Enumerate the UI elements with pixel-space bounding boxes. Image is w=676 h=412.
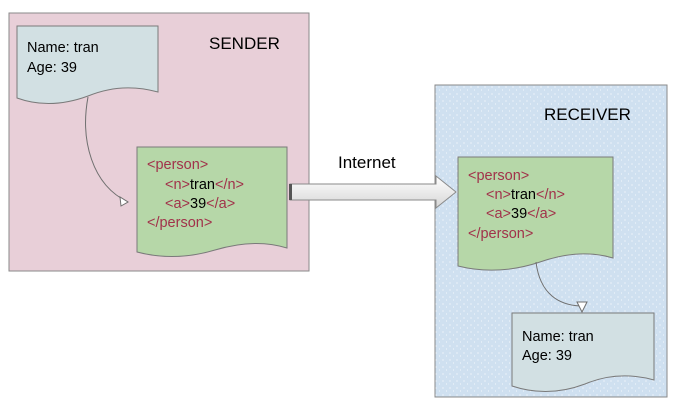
- xml-person-close: </person>: [468, 226, 533, 242]
- sender-document: Name: tran Age: 39: [16, 25, 159, 105]
- xml-person-close: </person>: [147, 215, 212, 231]
- xml-person-open: <person>: [468, 168, 529, 184]
- xml-a-open: <a>: [486, 206, 511, 222]
- receiver-xml-document: <person> <n>tran</n> <a>39</a> </person>: [457, 156, 614, 271]
- receiver-connector: [535, 261, 588, 314]
- svg-text:<person>: <person>: [147, 157, 208, 173]
- xml-a-value: 39: [190, 196, 206, 212]
- xml-n-value: tran: [190, 177, 215, 193]
- xml-a-open: <a>: [165, 196, 190, 212]
- svg-text:</person>: </person>: [468, 226, 533, 242]
- sender-connector: [85, 96, 129, 207]
- receiver-doc-name: Name: tran: [522, 329, 594, 345]
- xml-n-close: </n>: [215, 177, 244, 193]
- receiver-doc-age: Age: 39: [522, 348, 572, 364]
- internet-arrow: Internet: [289, 153, 457, 210]
- sender-xml-document: <person> <n>tran</n> <a>39</a> </person>: [136, 146, 288, 258]
- svg-text:<a>39</a>: <a>39</a>: [165, 196, 235, 212]
- xml-n-close: </n>: [536, 187, 565, 203]
- sender-doc-age: Age: 39: [27, 60, 77, 76]
- svg-text:</person>: </person>: [147, 215, 212, 231]
- xml-n-open: <n>: [486, 187, 511, 203]
- sender-title: SENDER: [209, 34, 280, 53]
- receiver-title: RECEIVER: [544, 105, 631, 124]
- svg-text:<person>: <person>: [468, 168, 529, 184]
- xml-n-open: <n>: [165, 177, 190, 193]
- xml-a-close: </a>: [527, 206, 556, 222]
- xml-person-open: <person>: [147, 157, 208, 173]
- sender-doc-name: Name: tran: [27, 40, 99, 56]
- xml-n-value: tran: [511, 187, 536, 203]
- xml-a-value: 39: [511, 206, 527, 222]
- xml-a-close: </a>: [206, 196, 235, 212]
- svg-text:<a>39</a>: <a>39</a>: [486, 206, 556, 222]
- internet-label: Internet: [338, 153, 396, 172]
- svg-text:<n>tran</n>: <n>tran</n>: [486, 187, 565, 203]
- svg-text:<n>tran</n>: <n>tran</n>: [165, 177, 244, 193]
- receiver-document: Name: tran Age: 39: [511, 312, 655, 393]
